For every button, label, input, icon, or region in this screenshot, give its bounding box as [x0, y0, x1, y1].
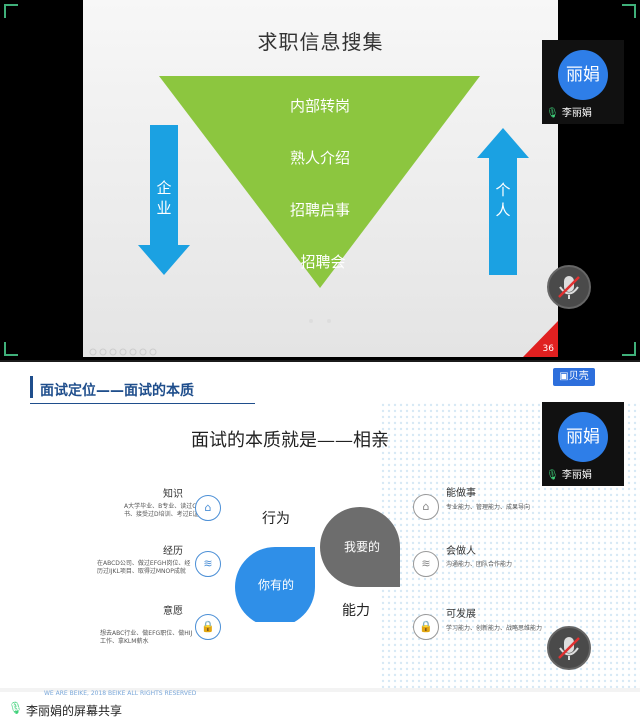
slide-1-graphics [89, 76, 558, 357]
header-bar [30, 376, 33, 398]
down-arrow [138, 125, 190, 275]
participant-name-row: 🎙 李丽娟 [546, 466, 592, 481]
mic-icon: 🎙 [546, 470, 559, 481]
desc-develop: 学习能力、创新能力、战略思维能力 [446, 625, 543, 632]
lock-icon: 🔒 [413, 614, 439, 640]
label-knowledge: 知识 [163, 489, 183, 500]
house-icon: ⌂ [413, 494, 439, 520]
slide-title: 面试的本质就是——相亲 [191, 430, 389, 451]
brand-logo: ▣贝壳 [553, 368, 595, 386]
label-experience: 经历 [163, 546, 183, 557]
label-be-person: 会做人 [446, 546, 476, 557]
label-behavior: 行为 [262, 511, 290, 527]
right-arrow-label: 个人 [495, 181, 511, 219]
label-develop: 可发展 [446, 609, 476, 620]
label-ability: 能力 [342, 603, 370, 619]
frame-corner [4, 342, 18, 356]
desc-willingness: 想去ABC行业、做EFG职位、做HIJ工作、拿KLM薪水 [100, 630, 193, 645]
funnel-triangle [159, 76, 480, 288]
triangle-item-3: 招聘启事 [289, 201, 350, 219]
left-arrow-label: 企业 [156, 179, 172, 217]
avatar: 丽娟 [558, 50, 608, 100]
slide-number: 36 [542, 344, 554, 354]
slide-number-bg [523, 321, 558, 357]
slide-nav-controls [89, 348, 157, 356]
center-graphic [235, 507, 400, 622]
triangle-item-1: 内部转岗 [289, 97, 350, 115]
i-want-shape [320, 507, 400, 587]
label-i-want: 我要的 [344, 540, 381, 554]
footer-text: WE ARE BEIKE, 2018 BEIKE ALL RIGHTS RESE… [44, 690, 197, 697]
slide-1: 求职信息搜集 内部转岗 熟人介绍 招聘启事 招聘会 企业 个人 36 [83, 0, 558, 357]
layers-icon: ≋ [413, 551, 439, 577]
desc-knowledge: A大学毕业、B专业、读过C书、接受过D培训、考过E证 [124, 503, 199, 518]
up-arrow [477, 128, 529, 275]
screen-share-bar: 🎙 李丽娟的屏幕共享 [0, 698, 640, 722]
triangle-item-4: 招聘会 [300, 253, 346, 271]
participant-name-row: 🎙 李丽娟 [546, 104, 592, 119]
label-willingness: 意愿 [163, 606, 183, 617]
frame-corner [622, 342, 636, 356]
participant-name: 李丽娟 [561, 108, 592, 119]
avatar: 丽娟 [558, 412, 608, 462]
mic-off-icon [558, 637, 580, 660]
participant-tile[interactable]: 丽娟 🎙 李丽娟 [542, 402, 624, 486]
frame-corner [4, 4, 18, 18]
frame-corner [622, 4, 636, 18]
mic-off-icon [558, 276, 580, 299]
mic-icon: 🎙 [8, 701, 24, 715]
you-have-shape [235, 547, 315, 622]
section-header: 面试定位——面试的本质 [40, 383, 194, 399]
label-you-have: 你有的 [258, 578, 295, 592]
house-icon: ⌂ [195, 495, 221, 521]
footer-line [0, 688, 640, 692]
mute-button[interactable] [547, 265, 591, 309]
lock-icon: 🔒 [195, 614, 221, 640]
desc-can-do: 专业能力、管理能力、成果导向 [446, 504, 531, 511]
mic-icon: 🎙 [546, 108, 559, 119]
top-screen-share: 求职信息搜集 内部转岗 熟人介绍 招聘启事 招聘会 企业 个人 36 丽娟 🎙 … [0, 0, 640, 360]
desc-be-person: 沟通能力、团队合作能力 [446, 561, 513, 568]
label-can-do: 能做事 [446, 488, 476, 499]
header-underline [30, 372, 255, 404]
share-label: 李丽娟的屏幕共享 [26, 704, 123, 718]
participant-tile[interactable]: 丽娟 🎙 李丽娟 [542, 40, 624, 124]
mute-button[interactable] [547, 626, 591, 670]
layers-icon: ≋ [195, 551, 221, 577]
logo-text: 贝壳 [568, 371, 589, 382]
triangle-item-2: 熟人介绍 [289, 149, 350, 167]
slide-title: 求职信息搜集 [257, 30, 384, 54]
participant-name: 李丽娟 [561, 470, 592, 481]
desc-experience: 在ABCD公司、做过EFGH岗位、经历过IJKL项目、取得过MNOP成就 [97, 560, 191, 575]
logo-icon: ▣ [559, 371, 569, 382]
